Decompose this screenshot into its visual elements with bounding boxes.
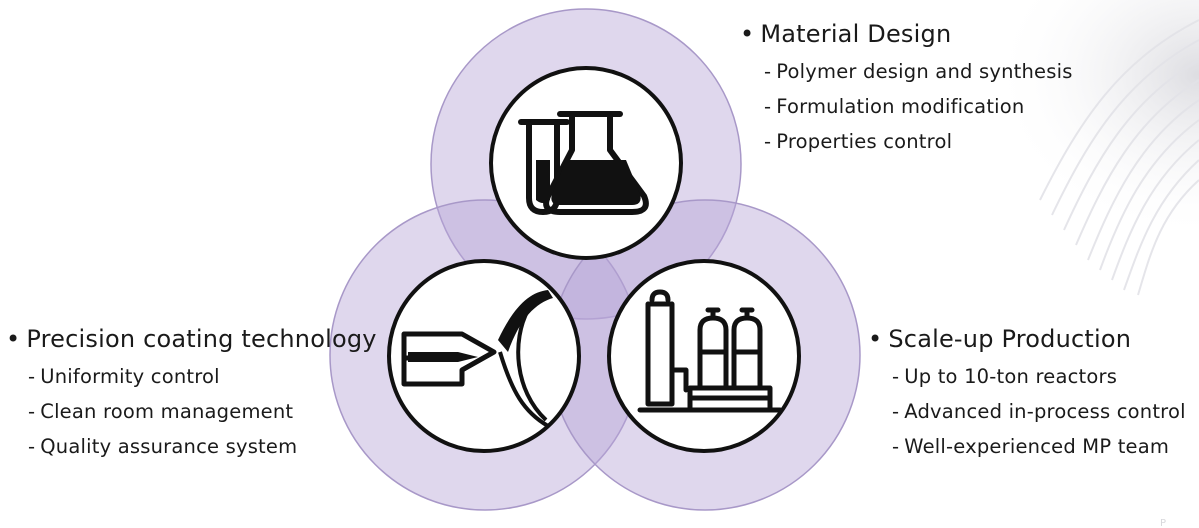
section-scaleup-title-text: Scale-up Production bbox=[888, 325, 1132, 353]
dash-marker: - bbox=[892, 365, 900, 388]
list-item-text: Up to 10-ton reactors bbox=[904, 365, 1118, 388]
section-material-design: •Material Design -Polymer design and syn… bbox=[740, 20, 1073, 159]
dash-marker: - bbox=[28, 365, 36, 388]
list-item: -Quality assurance system bbox=[6, 429, 377, 464]
dash-marker: - bbox=[764, 130, 772, 153]
list-item-text: Properties control bbox=[776, 130, 953, 153]
bullet-marker: • bbox=[740, 20, 755, 48]
list-item-text: Polymer design and synthesis bbox=[776, 60, 1073, 83]
list-item: -Properties control bbox=[740, 124, 1073, 159]
section-precision-coating: •Precision coating technology -Uniformit… bbox=[6, 325, 377, 464]
list-item-text: Uniformity control bbox=[40, 365, 220, 388]
list-item-text: Quality assurance system bbox=[40, 435, 298, 458]
dash-marker: - bbox=[28, 400, 36, 423]
dash-marker: - bbox=[764, 95, 772, 118]
section-material-title: •Material Design bbox=[740, 20, 1073, 48]
list-item: -Formulation modification bbox=[740, 89, 1073, 124]
dash-marker: - bbox=[892, 400, 900, 423]
list-item-text: Advanced in-process control bbox=[904, 400, 1186, 423]
coating-blade-icon bbox=[387, 259, 581, 453]
page-number-faint: P bbox=[1160, 518, 1166, 528]
section-scaleup-list: -Up to 10-ton reactors -Advanced in-proc… bbox=[868, 359, 1186, 464]
list-item-text: Formulation modification bbox=[776, 95, 1025, 118]
list-item: -Advanced in-process control bbox=[868, 394, 1186, 429]
list-item: -Uniformity control bbox=[6, 359, 377, 394]
reactor-plant-icon bbox=[607, 259, 801, 453]
section-coating-title-text: Precision coating technology bbox=[26, 325, 377, 353]
dash-marker: - bbox=[28, 435, 36, 458]
list-item: -Polymer design and synthesis bbox=[740, 54, 1073, 89]
list-item: -Well-experienced MP team bbox=[868, 429, 1186, 464]
bullet-marker: • bbox=[6, 325, 21, 353]
dash-marker: - bbox=[764, 60, 772, 83]
section-material-title-text: Material Design bbox=[760, 20, 952, 48]
dash-marker: - bbox=[892, 435, 900, 458]
list-item-text: Clean room management bbox=[40, 400, 294, 423]
section-scaleup-title: •Scale-up Production bbox=[868, 325, 1186, 353]
section-coating-title: •Precision coating technology bbox=[6, 325, 377, 353]
section-material-list: -Polymer design and synthesis -Formulati… bbox=[740, 54, 1073, 159]
bullet-marker: • bbox=[868, 325, 883, 353]
list-item-text: Well-experienced MP team bbox=[904, 435, 1170, 458]
list-item: -Up to 10-ton reactors bbox=[868, 359, 1186, 394]
list-item: -Clean room management bbox=[6, 394, 377, 429]
section-scaleup-production: •Scale-up Production -Up to 10-ton react… bbox=[868, 325, 1186, 464]
lab-flask-icon bbox=[489, 66, 683, 260]
section-coating-list: -Uniformity control -Clean room manageme… bbox=[6, 359, 377, 464]
